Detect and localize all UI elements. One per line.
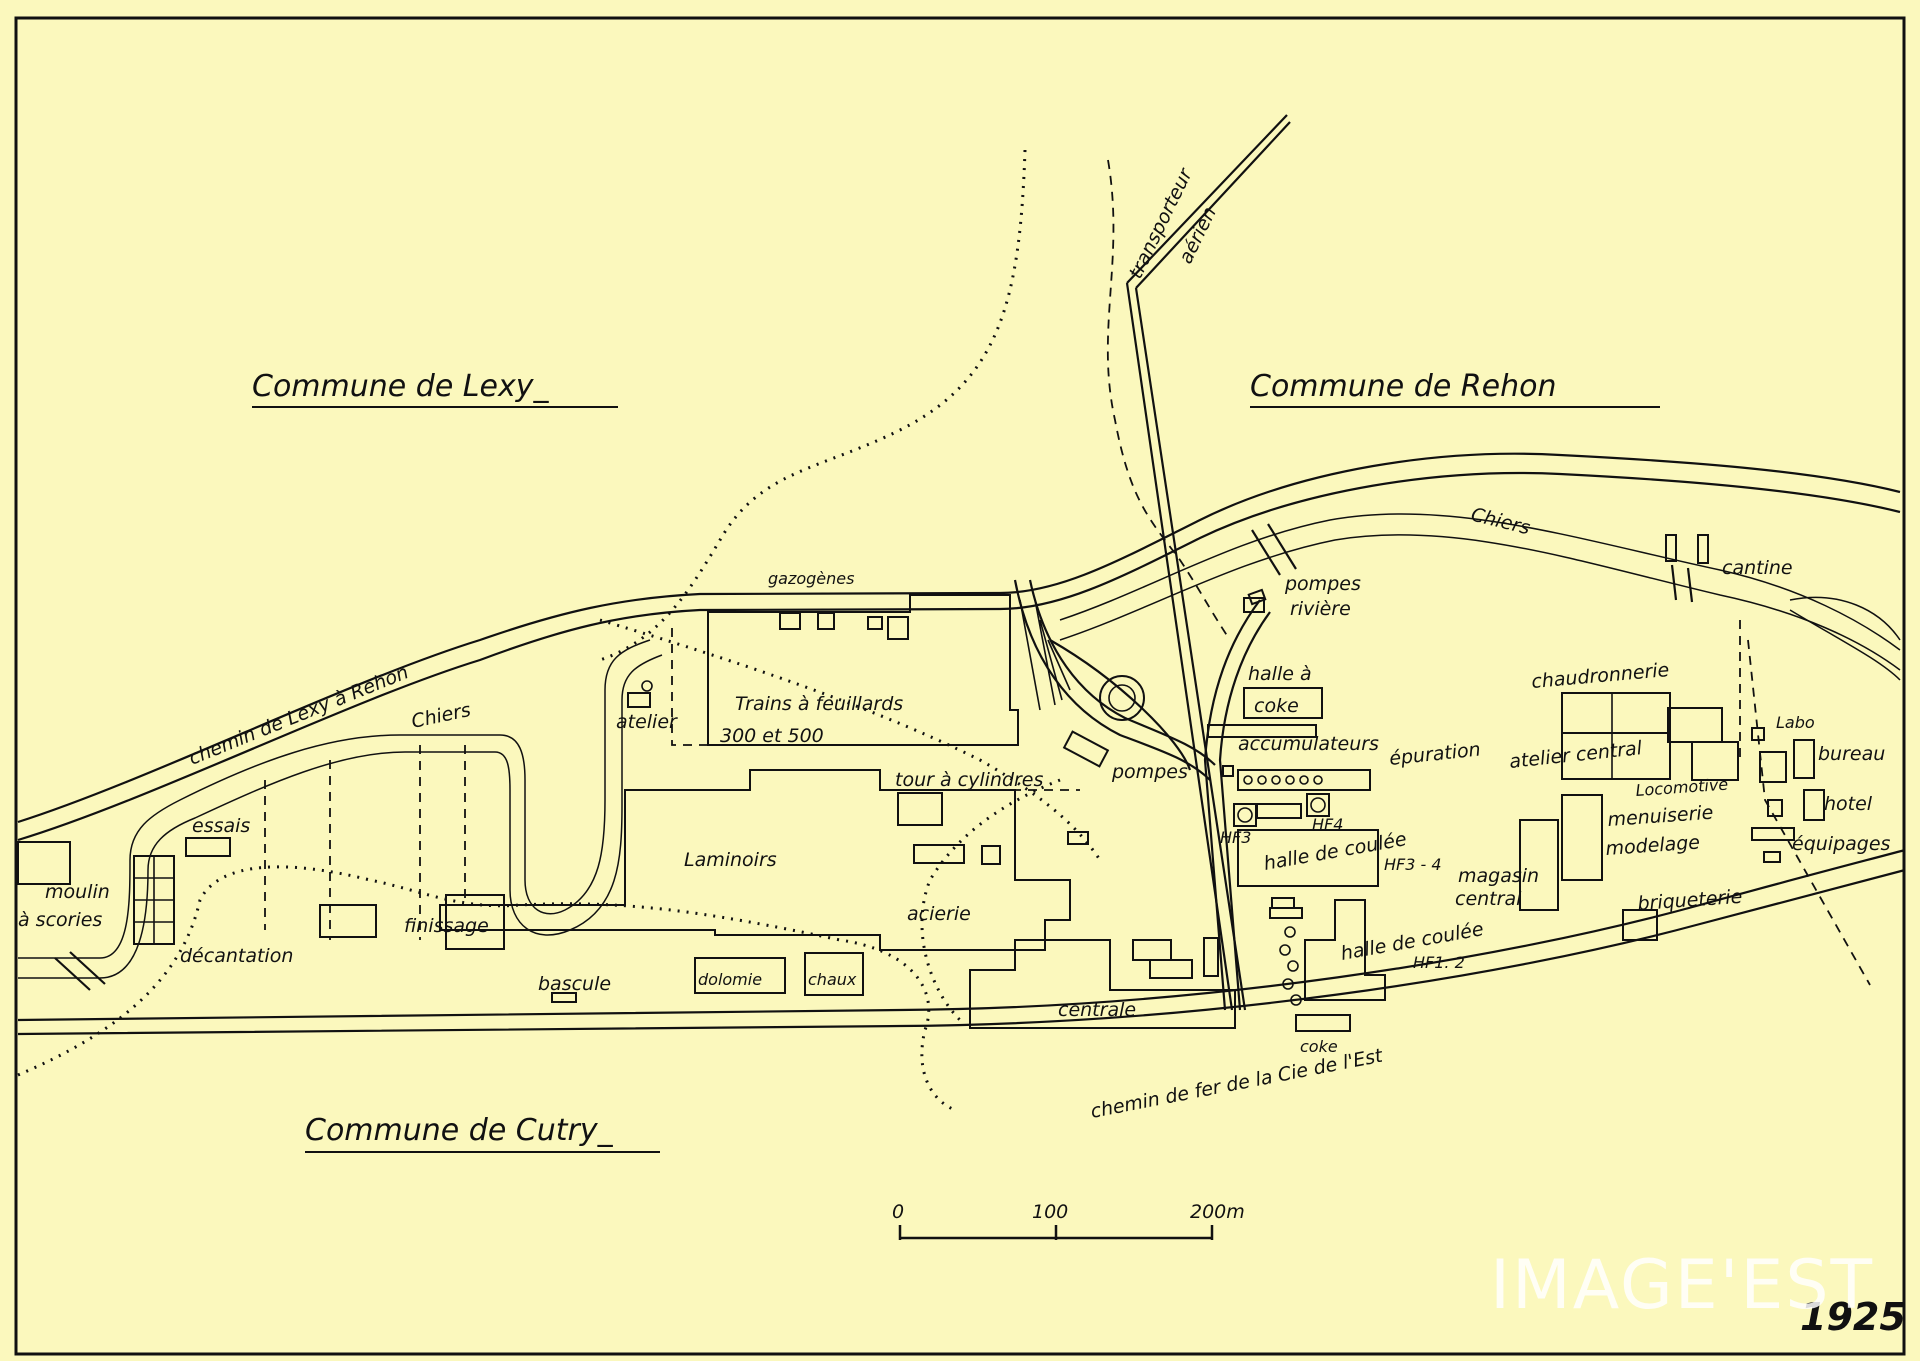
label-gazogenes: gazogènes (768, 569, 854, 588)
label-hf4: HF4 (1312, 815, 1343, 834)
buildings-blast-furnaces (1207, 687, 1386, 1032)
label-halle-coulee-12-2: HF1. 2 (1413, 953, 1465, 972)
map-frame (14, 16, 1906, 1356)
label-decantation: décantation (180, 945, 293, 967)
river-chiers (18, 513, 1901, 979)
railway-est (17, 848, 1906, 1036)
scale-tick-200: 200m (1190, 1201, 1245, 1223)
label-acierie: acierie (907, 903, 971, 925)
buildings-east (1247, 534, 1825, 941)
commune-lexy-label: Commune de Lexy_ (252, 369, 549, 404)
label-equipages: équipages (1792, 833, 1891, 855)
bridge-west (54, 951, 106, 991)
label-chaux: chaux (808, 970, 857, 989)
transporteur-label: transporteur (1125, 164, 1198, 282)
railway-label: chemin de fer de la Cie de l'Est (1089, 1044, 1386, 1123)
label-menuiserie: menuiserie (1607, 802, 1714, 831)
embankment (1019, 599, 1071, 711)
label-trains-2: 300 et 500 (720, 725, 824, 747)
dashed-tracks (264, 159, 1871, 986)
label-pompes-riviere: pompes (1284, 573, 1361, 595)
label-chaudronnerie: chaudronnerie (1531, 659, 1671, 693)
label-bureau: bureau (1818, 743, 1885, 765)
label-modelage: modelage (1605, 831, 1701, 860)
label-moulin: moulin (45, 881, 110, 903)
watermark: IMAGE'EST (1490, 1246, 1874, 1325)
label-centrale: centrale (1058, 999, 1136, 1021)
label-hotel: hotel (1824, 793, 1873, 815)
label-laminoirs: Laminoirs (684, 849, 777, 871)
label-accumulateurs: accumulateurs (1238, 733, 1379, 755)
label-halle-coke: halle à (1248, 663, 1312, 685)
scale-tick-100: 100 (1032, 1201, 1068, 1223)
label-bascule: bascule (538, 973, 611, 995)
bridge-cantine (1670, 564, 1694, 603)
label-hf3: HF3 (1220, 828, 1251, 847)
label-pompes-riviere-2: rivière (1290, 598, 1351, 620)
label-scories: à scories (18, 909, 102, 931)
label-halle-coke-2: coke (1254, 695, 1299, 717)
label-epuration: épuration (1388, 739, 1481, 770)
internal-rails (1013, 579, 1271, 1011)
scale-bar: 0 100 200m (892, 1201, 1245, 1240)
bridge-east (1251, 523, 1297, 576)
commune-boundaries (17, 149, 1102, 1112)
label-magasin-central-2: central (1455, 888, 1522, 910)
pumps-area (1062, 597, 1265, 768)
year-label: 1925 (1800, 1295, 1906, 1339)
label-atelier-central: atelier central (1508, 737, 1644, 773)
label-magasin-central: magasin (1458, 865, 1539, 887)
label-essais: essais (192, 815, 250, 837)
commune-rehon-label: Commune de Rehon (1250, 369, 1557, 404)
label-labo: Labo (1776, 713, 1815, 732)
label-coke-bottom: coke (1300, 1037, 1338, 1056)
scale-tick-0: 0 (892, 1201, 904, 1223)
label-atelier: atelier (616, 711, 678, 733)
label-pompes: pompes (1111, 761, 1188, 783)
label-halle-coulee-34-2: HF3 - 4 (1384, 855, 1442, 874)
label-cantine: cantine (1722, 557, 1793, 579)
label-briqueterie: briqueterie (1637, 886, 1743, 915)
label-trains: Trains à feuillards (735, 693, 903, 715)
river-chiers-west-label: Chiers (409, 699, 472, 733)
buildings-steelworks (439, 594, 1236, 1029)
label-finissage: finissage (404, 915, 489, 937)
label-tour-cylindres: tour à cylindres (895, 769, 1044, 791)
buildings-west (17, 680, 653, 1003)
road-lexy-rehon (17, 452, 1901, 842)
commune-cutry-label: Commune de Cutry_ (305, 1113, 614, 1148)
river-chiers-east-label: Chiers (1469, 504, 1533, 540)
label-dolomie: dolomie (698, 970, 762, 989)
transporteur-label-2: aérien (1175, 203, 1221, 267)
